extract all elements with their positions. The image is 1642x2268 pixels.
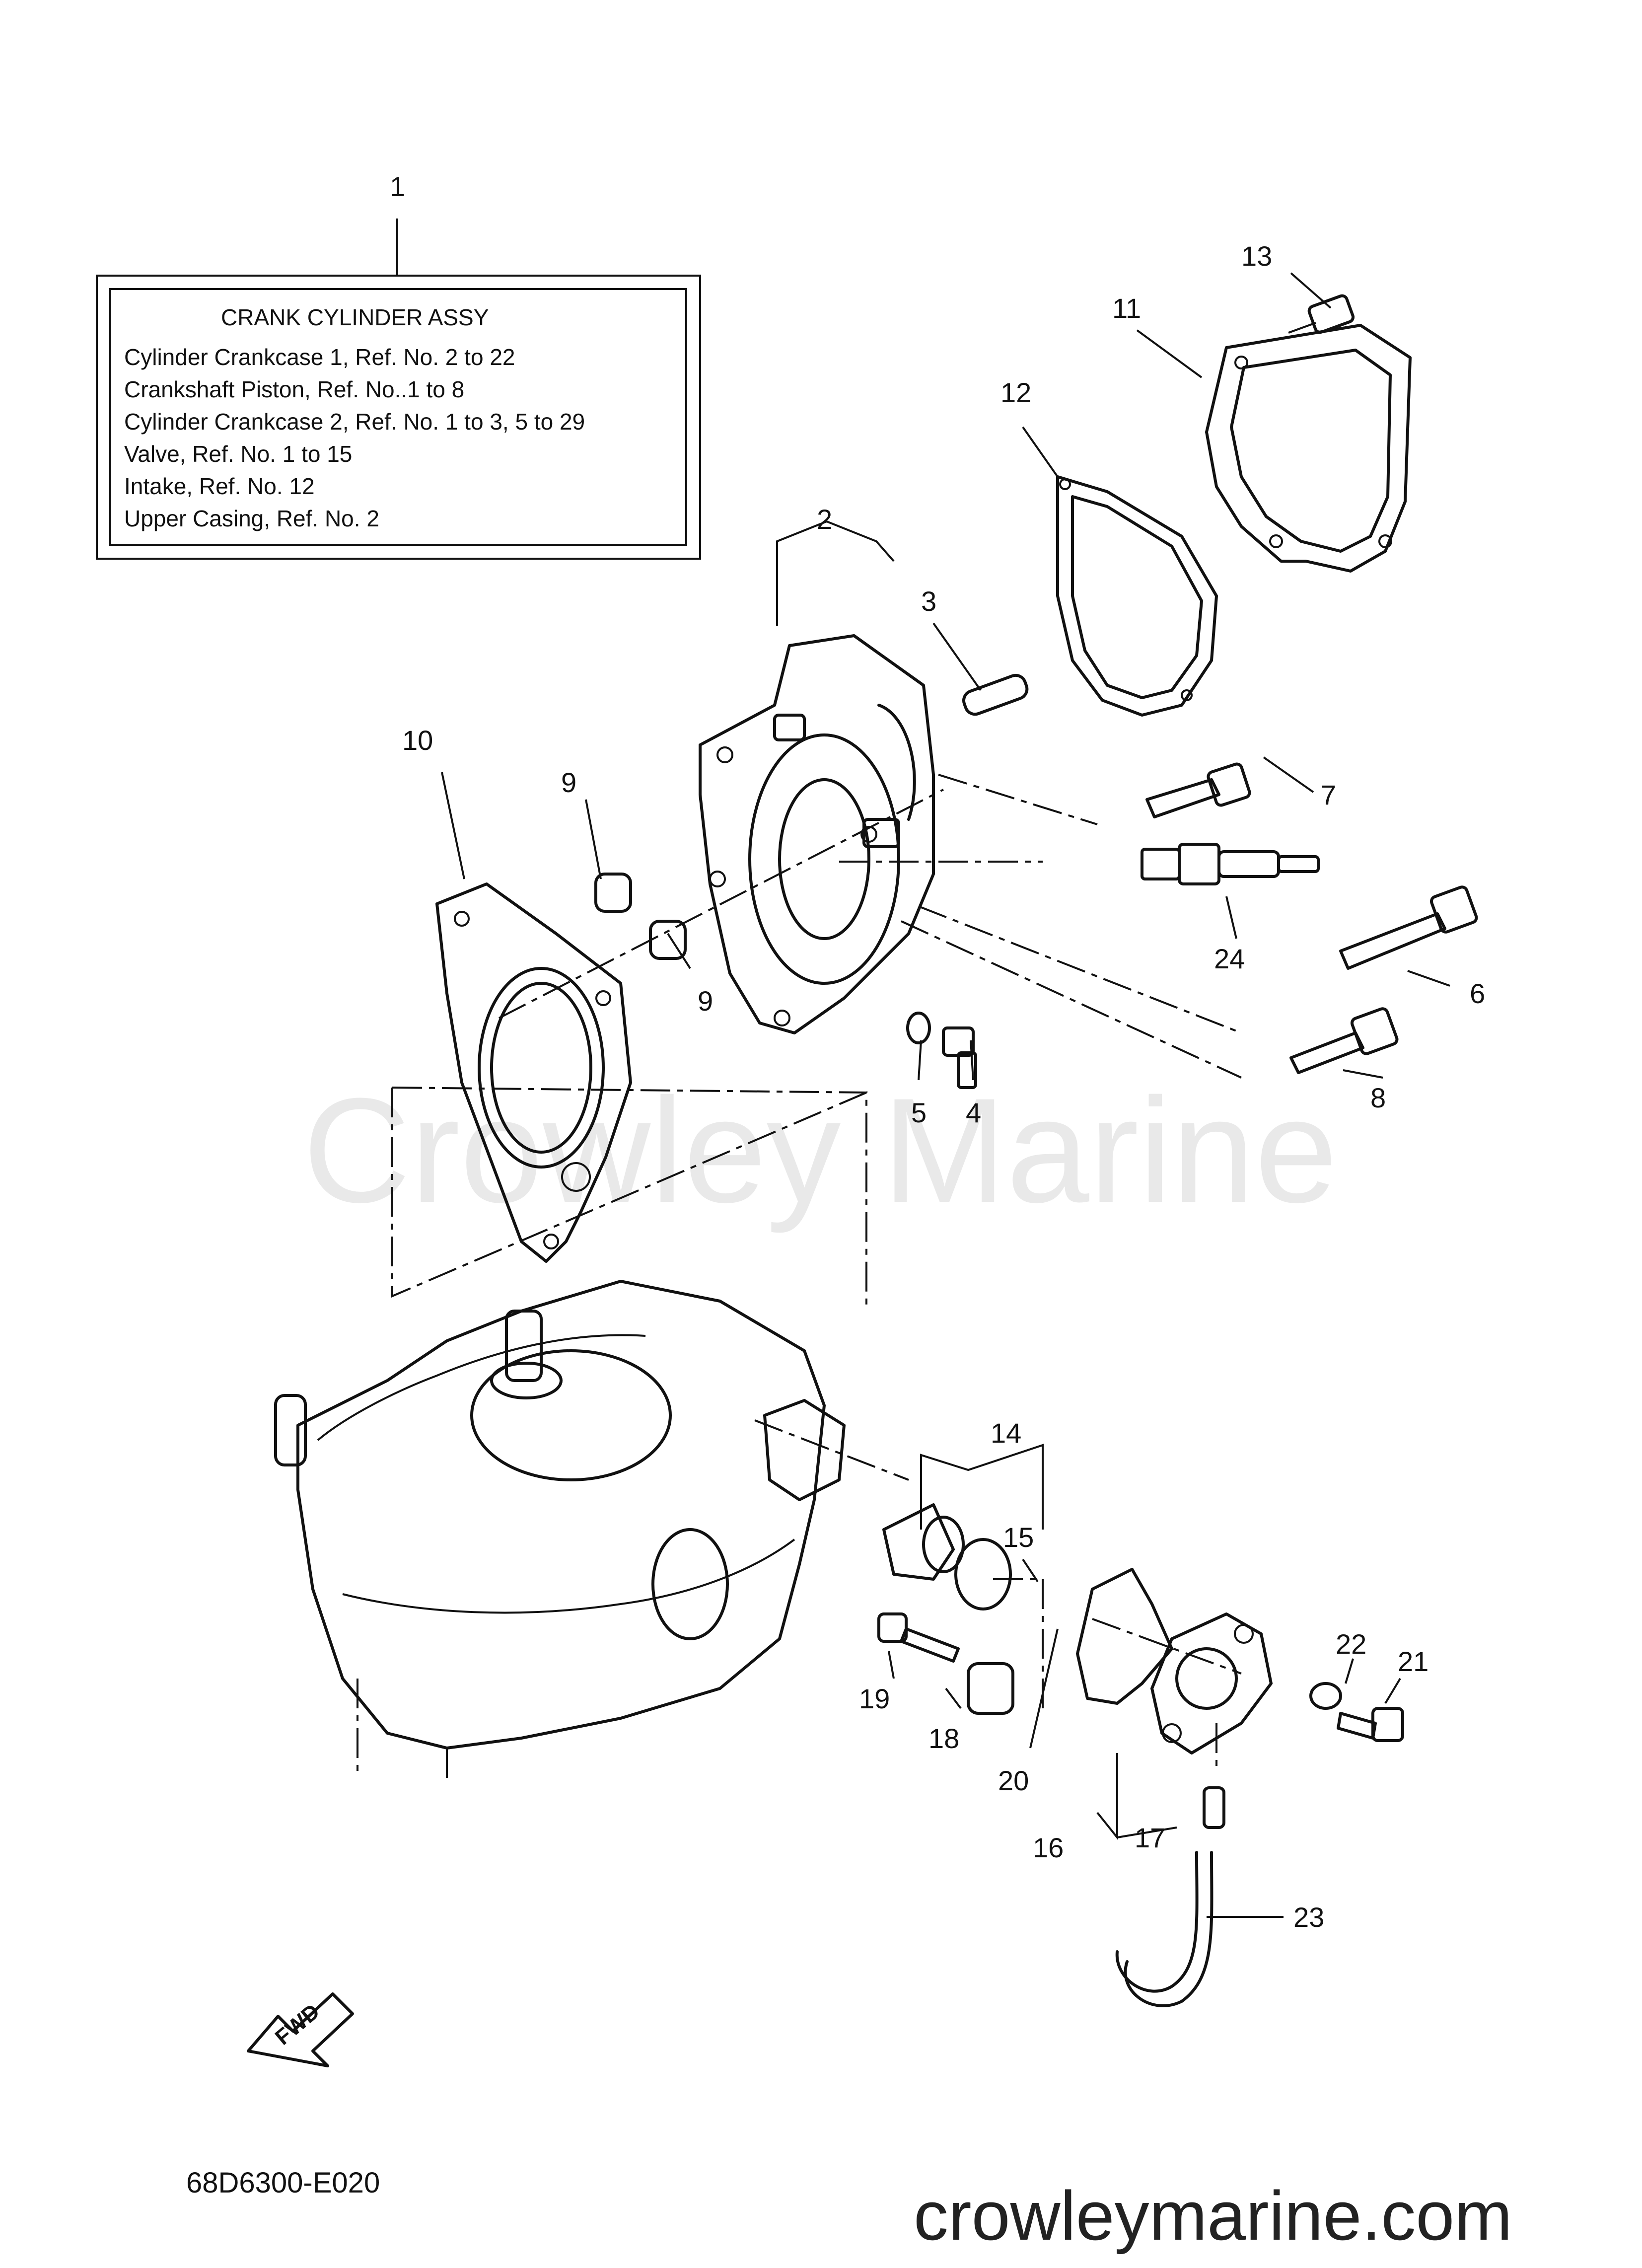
callout-8: 8 <box>1370 1082 1386 1113</box>
leader-lines <box>396 219 1450 1918</box>
callout-9: 9 <box>698 985 713 1017</box>
cylinder-head <box>699 634 935 1034</box>
callout-12: 12 <box>1000 377 1031 408</box>
callout-7: 7 <box>1321 779 1336 810</box>
fwd-label: FWD <box>271 1999 324 2050</box>
callout-19: 19 <box>859 1683 890 1714</box>
bolt <box>1337 1707 1404 1742</box>
callout-2: 2 <box>817 504 832 535</box>
callout-9: 9 <box>561 767 576 798</box>
callout-23: 23 <box>1293 1902 1324 1933</box>
legend-line: Cylinder Crankcase 2, Ref. No. 1 to 3, 5… <box>124 409 585 435</box>
callout-1: 1 <box>390 171 405 202</box>
bolt <box>1145 762 1251 818</box>
washer <box>906 1012 931 1044</box>
callout-17: 17 <box>1135 1822 1165 1853</box>
callout-21: 21 <box>1398 1646 1428 1677</box>
forward-arrow-icon: FWD <box>247 1992 354 2067</box>
bolt <box>877 1612 960 1663</box>
callout-10: 10 <box>402 725 433 756</box>
dowel-pin <box>962 673 1029 716</box>
watermark: Crowley Marine <box>303 1067 1338 1235</box>
hose <box>1124 1851 1214 2007</box>
spark-plug <box>1141 843 1320 885</box>
callout-13: 13 <box>1241 240 1272 272</box>
legend-line: Intake, Ref. No. 12 <box>124 473 315 499</box>
bolt <box>1289 1007 1399 1074</box>
website-link[interactable]: crowleymarine.com <box>914 2177 1512 2255</box>
washer <box>1309 1682 1342 1710</box>
dowel-pin <box>649 920 687 960</box>
callout-14: 14 <box>991 1417 1021 1449</box>
head-gasket <box>435 882 632 1263</box>
callout-15: 15 <box>1003 1522 1034 1553</box>
diagram-code: 68D6300-E020 <box>186 2167 380 2199</box>
legend-line: Crankshaft Piston, Ref. No..1 to 8 <box>124 376 464 402</box>
bolt <box>942 1026 977 1089</box>
collar <box>967 1662 1014 1715</box>
callout-4: 4 <box>966 1097 981 1128</box>
legend-title: CRANK CYLINDER ASSY <box>221 304 489 330</box>
cover-gasket <box>1056 475 1218 717</box>
bolt <box>1288 294 1355 334</box>
thermostat-cover-gasket <box>1076 1568 1173 1705</box>
legend-line: Upper Casing, Ref. No. 2 <box>124 506 379 531</box>
callout-24: 24 <box>1214 943 1245 974</box>
callout-labels: 1 2 3 4 5 6 7 8 9 9 10 11 12 13 14 15 16… <box>390 171 1485 1933</box>
thermostat <box>882 1503 965 1581</box>
callout-18: 18 <box>928 1723 959 1754</box>
alignment-lines <box>391 774 1242 1768</box>
dowel-pin <box>594 873 632 913</box>
legend-box: CRANK CYLINDER ASSY Cylinder Crankcase 1… <box>96 275 701 560</box>
callout-16: 16 <box>1033 1832 1064 1863</box>
hose-inner <box>1115 1851 1199 1993</box>
callout-11: 11 <box>1112 293 1141 324</box>
callout-20: 20 <box>998 1765 1029 1796</box>
cylinder-head-cover <box>1205 324 1412 573</box>
callout-5: 5 <box>911 1097 927 1128</box>
thermostat-cover <box>1150 1612 1273 1755</box>
bolt <box>1339 885 1478 970</box>
callout-6: 6 <box>1470 978 1485 1009</box>
thermostat-seal <box>954 1538 1012 1610</box>
hose-nipple <box>1203 1786 1225 1829</box>
callout-22: 22 <box>1336 1628 1366 1660</box>
crankcase-block <box>274 1280 846 1778</box>
legend-line: Cylinder Crankcase 1, Ref. No. 2 to 22 <box>124 344 515 370</box>
callout-3: 3 <box>921 585 936 617</box>
legend-line: Valve, Ref. No. 1 to 15 <box>124 441 352 467</box>
